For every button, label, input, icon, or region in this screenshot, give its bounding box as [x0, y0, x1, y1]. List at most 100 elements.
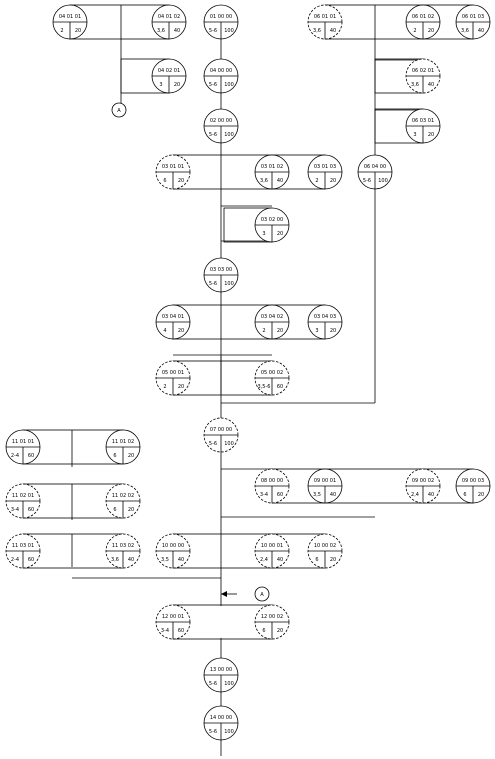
node-right-value: 20 — [330, 328, 336, 334]
node-040101: 04 01 01 2 20 — [52, 4, 88, 40]
node-090001: 09 00 01 3,5 40 — [307, 468, 343, 504]
node-code: 03 04 02 — [261, 314, 283, 320]
node-right-value: 60 — [28, 453, 34, 459]
node-right-value: 60 — [277, 492, 283, 498]
node-030103: 03 01 03 2 20 — [307, 154, 343, 190]
node-left-value: 3 — [262, 231, 265, 237]
connector-layer: AA — [111, 102, 270, 602]
node-code: 02 00 00 — [210, 118, 232, 124]
node-right-value: 20 — [178, 328, 184, 334]
node-code: 09 00 02 — [412, 478, 434, 484]
node-code: 10 00 00 — [162, 543, 184, 549]
node-right-value: 20 — [478, 492, 484, 498]
node-code: 09 00 03 — [462, 478, 484, 484]
node-code: 03 01 03 — [314, 164, 336, 170]
node-code: 10 00 02 — [314, 543, 336, 549]
node-right-value: 40 — [330, 492, 336, 498]
node-code: 12 00 01 — [162, 614, 184, 620]
node-code: 03 01 01 — [162, 164, 184, 170]
node-left-value: 2 — [315, 178, 318, 184]
group-rail — [271, 468, 474, 504]
node-left-value: 5-6 — [209, 28, 217, 34]
node-right-value: 40 — [178, 557, 184, 563]
node-030102: 03 01 02 3,6 40 — [254, 154, 290, 190]
node-left-value: 3,6 — [461, 28, 469, 34]
node-090003: 09 00 03 6 20 — [455, 468, 491, 504]
node-code: 07 00 00 — [210, 427, 232, 433]
group-rail — [172, 533, 326, 569]
node-right-value: 20 — [330, 178, 336, 184]
arrowhead — [221, 591, 227, 597]
node-code: 08 00 00 — [261, 478, 283, 484]
node-right-value: 40 — [174, 28, 180, 34]
node-right-value: 20 — [174, 82, 180, 88]
node-right-value: 100 — [224, 681, 234, 687]
node-right-value: 40 — [478, 28, 484, 34]
node-left-value: 2,4 — [411, 492, 419, 498]
node-right-value: 60 — [277, 384, 283, 390]
node-left-value: 3 — [413, 132, 416, 138]
node-code: 11 03 01 — [12, 543, 34, 549]
node-code: 03 01 02 — [261, 164, 283, 170]
node-code: 09 00 01 — [314, 478, 336, 484]
node-right-value: 20 — [178, 178, 184, 184]
node-code: 03 04 03 — [314, 314, 336, 320]
node-left-value: 6 — [463, 492, 466, 498]
node-right-value: 100 — [224, 281, 234, 287]
node-right-value: 20 — [277, 628, 283, 634]
node-left-value: 3-4 — [161, 628, 169, 634]
node-left-value: 5-6 — [209, 132, 217, 138]
node-right-value: 20 — [75, 28, 81, 34]
node-left-value: 5-6 — [363, 178, 371, 184]
node-code: 03 03 00 — [210, 267, 232, 273]
node-left-value: 2 — [60, 28, 63, 34]
node-left-value: 5-6 — [209, 681, 217, 687]
node-right-value: 20 — [428, 132, 434, 138]
node-right-value: 100 — [224, 132, 234, 138]
node-left-value: 3-4 — [260, 492, 268, 498]
node-left-value: 2 — [413, 28, 416, 34]
node-code: 11 03 02 — [112, 543, 134, 549]
node-left-value: 2 — [163, 384, 166, 390]
node-right-value: 40 — [128, 557, 134, 563]
node-left-value: 5-6 — [209, 281, 217, 287]
node-left-value: 2-4 — [11, 453, 19, 459]
node-code: 12 00 02 — [261, 614, 283, 620]
node-code: 06 02 01 — [412, 68, 434, 74]
node-code: 04 00 00 — [210, 68, 232, 74]
node-left-value: 3,5 — [161, 557, 169, 563]
node-code: 10 00 01 — [261, 543, 283, 549]
node-code: 04 01 01 — [59, 14, 81, 20]
node-left-value: 3 — [315, 328, 318, 334]
node-left-value: 3,6 — [260, 178, 268, 184]
connector-top-a: A — [111, 102, 127, 118]
node-code: 05 00 01 — [162, 370, 184, 376]
connector-circle — [111, 102, 127, 118]
node-code: 06 04 00 — [364, 164, 386, 170]
node-code: 03 02 00 — [261, 217, 283, 223]
connector-label: A — [260, 592, 264, 598]
node-right-value: 100 — [224, 28, 234, 34]
node-right-value: 40 — [277, 178, 283, 184]
node-code: 14 00 00 — [210, 715, 232, 721]
node-left-value: 3,5 — [313, 492, 321, 498]
